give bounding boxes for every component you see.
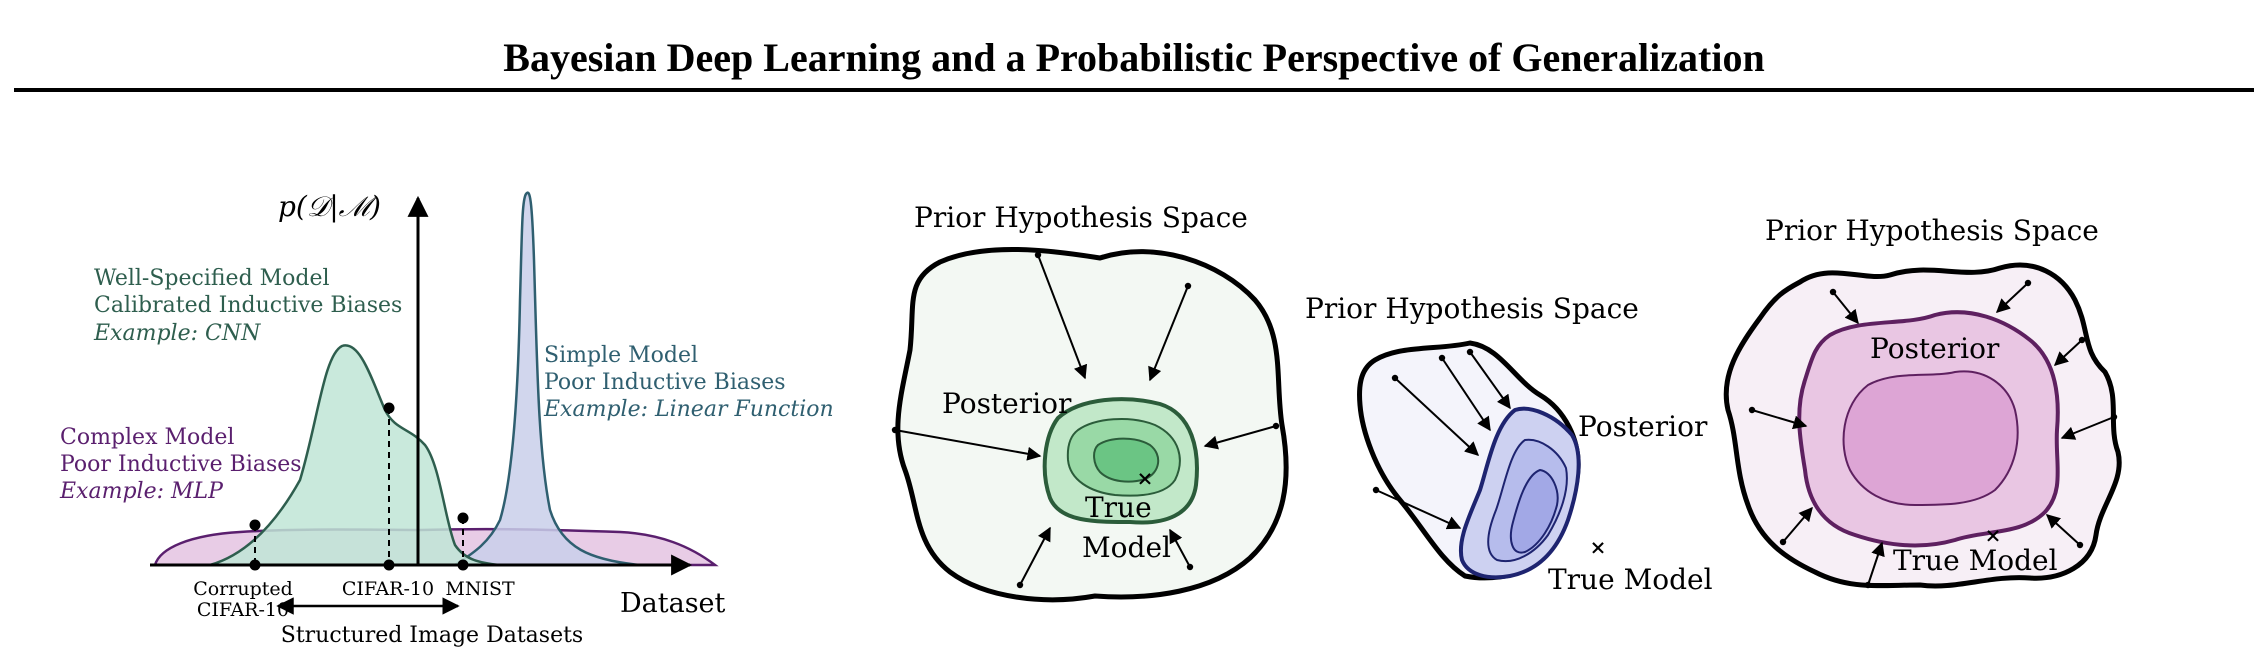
panel-b-hypothesis-space: × Prior Hypothesis Space Posterior True … — [891, 201, 1289, 603]
x-axis-label: Dataset — [620, 588, 726, 619]
panel-d-arrow-7 — [1864, 541, 1885, 589]
panel-d-posterior-inner — [1842, 370, 2019, 507]
panel-b-posterior-label: Posterior — [942, 387, 1072, 420]
panel-b-posterior-inner — [1093, 437, 1160, 483]
y-axis-label: p(𝒟|ℳ) — [278, 190, 381, 223]
panel-b-true-label: True — [1085, 491, 1152, 524]
panel-c-posterior-label: Posterior — [1578, 410, 1708, 443]
panel-c-arrow-3 — [1466, 348, 1511, 410]
simple-model-curve — [450, 191, 641, 567]
panel-b-prior-label: Prior Hypothesis Space — [914, 201, 1248, 234]
evidence-plot: p(𝒟|ℳ) Dataset Corrupted CIFAR-10 CIFAR-… — [59, 190, 834, 648]
panel-c-posterior-inner — [1509, 468, 1559, 554]
panel-c-arrow-2 — [1438, 354, 1491, 432]
complex-line1: Complex Model — [60, 425, 234, 450]
range-label: Structured Image Datasets — [281, 623, 583, 648]
well-specified-example: Example: CNN — [93, 321, 261, 346]
panel-d-arrow-2 — [1995, 279, 2032, 313]
panel-b-arrow-5 — [1016, 526, 1051, 589]
mnist-tick-dot — [457, 559, 469, 571]
corrupted-point — [249, 519, 261, 531]
panel-d-arrow-5 — [2060, 413, 2118, 440]
panel-c-true-model-marker: × — [1590, 535, 1607, 559]
panel-d-true-model-label: True Model — [1893, 544, 2058, 577]
corrupted-tick-dot — [249, 559, 261, 571]
panel-b-true-model-marker: × — [1137, 466, 1154, 490]
panel-b-model-label: Model — [1082, 531, 1171, 564]
page-title: Bayesian Deep Learning and a Probabilist… — [503, 35, 1765, 80]
cifar-point — [383, 402, 395, 414]
title-rule — [14, 88, 2254, 92]
panel-d-prior-label: Prior Hypothesis Space — [1765, 214, 2099, 247]
tick-mnist: MNIST — [445, 578, 515, 600]
panel-c-arrow-1 — [1391, 374, 1480, 456]
panel-b-arrow-4 — [1203, 422, 1280, 450]
panel-b-arrow-1 — [1034, 251, 1088, 380]
tick-corrupted: Corrupted — [193, 578, 293, 600]
panel-d-arrow-4 — [1748, 406, 1808, 430]
cifar-tick-dot — [383, 559, 395, 571]
panel-d-arrow-1 — [1829, 288, 1859, 325]
simple-line2: Poor Inductive Biases — [544, 370, 786, 395]
mnist-point — [457, 512, 469, 524]
panel-d-true-model-marker: × — [1985, 523, 2002, 547]
complex-example: Example: MLP — [59, 479, 224, 504]
well-specified-line1: Well-Specified Model — [94, 266, 330, 291]
panel-b-arrow-6 — [1169, 528, 1194, 571]
panel-c-prior-label: Prior Hypothesis Space — [1305, 292, 1639, 325]
well-specified-curve — [209, 344, 501, 567]
simple-example: Example: Linear Function — [543, 397, 834, 422]
panel-c-true-model-label: True Model — [1548, 563, 1713, 596]
panel-d-arrow-3 — [2053, 336, 2086, 366]
panel-c-arrow-4 — [1372, 486, 1462, 530]
tick-corrupted-cifar: CIFAR-10 — [197, 599, 289, 621]
panel-b-arrow-3 — [891, 426, 1042, 461]
panel-d-arrow-6 — [1779, 506, 1813, 546]
panel-d-arrow-8 — [2045, 514, 2084, 549]
panel-d-posterior-label: Posterior — [1870, 332, 2000, 365]
complex-line2: Poor Inductive Biases — [60, 452, 302, 477]
tick-cifar: CIFAR-10 — [342, 578, 434, 600]
panel-d-hypothesis-space: × Prior Hypothesis Space Posterior True … — [1723, 214, 2122, 589]
panel-c-hypothesis-space: × Prior Hypothesis Space Posterior True … — [1305, 292, 1713, 596]
simple-line1: Simple Model — [544, 343, 698, 368]
panel-b-arrow-2 — [1148, 282, 1192, 382]
well-specified-line2: Calibrated Inductive Biases — [94, 293, 402, 318]
